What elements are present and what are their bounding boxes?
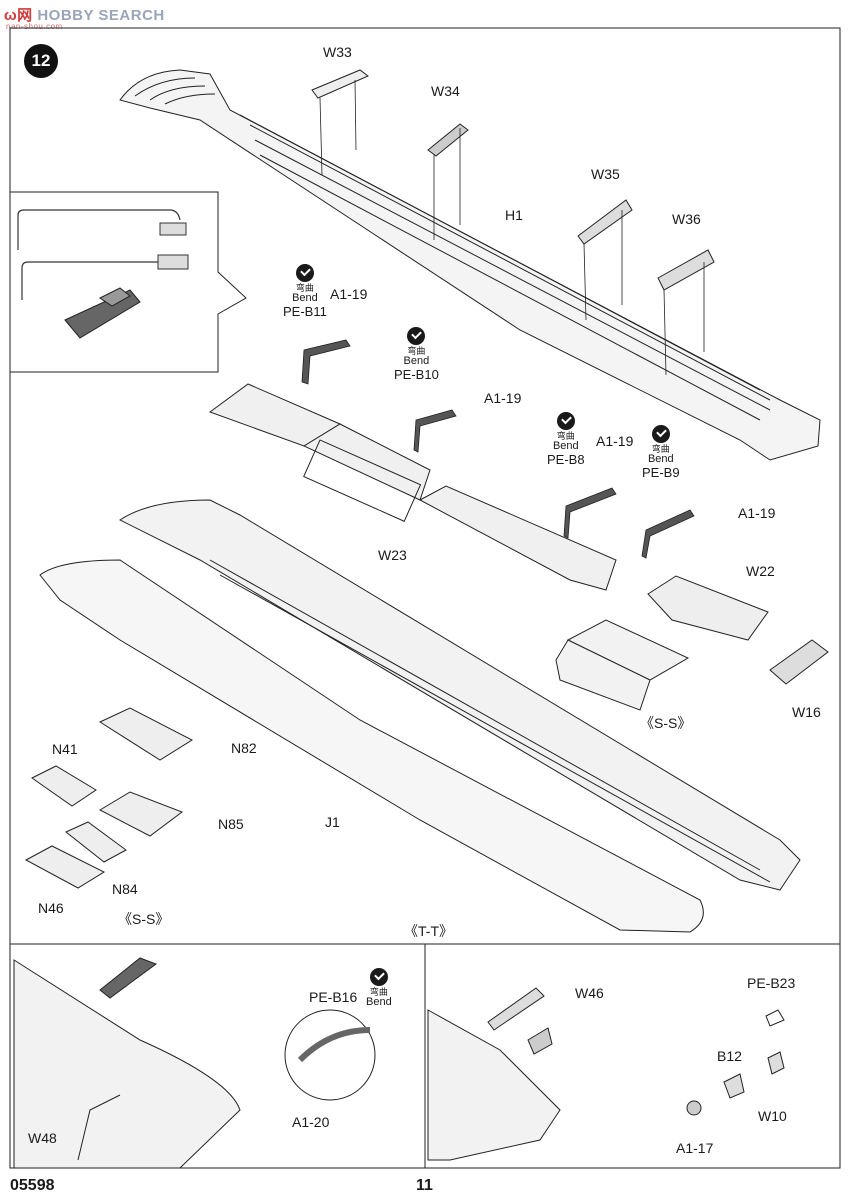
bend-callout-4: 弯曲 Bend PE-B9 xyxy=(642,425,680,480)
label-w35: W35 xyxy=(591,166,620,182)
label-a1-19-4: A1-19 xyxy=(738,505,776,521)
part-w16 xyxy=(769,639,829,685)
bend-callout-small: 弯曲 Bend xyxy=(366,968,392,1009)
part-n84 xyxy=(65,821,127,863)
part-w22 xyxy=(647,575,769,641)
label-w34: W34 xyxy=(431,83,460,99)
bend-part-pe-b11: PE-B11 xyxy=(283,303,327,319)
label-w16: W16 xyxy=(792,704,821,720)
bend-icon xyxy=(651,425,670,443)
label-n85: N85 xyxy=(218,816,244,832)
label-w10: W10 xyxy=(758,1108,787,1124)
label-n82: N82 xyxy=(231,740,257,756)
label-h1: H1 xyxy=(505,207,523,223)
part-h1 xyxy=(119,69,821,461)
bend-callout-3: 弯曲 Bend PE-B8 xyxy=(547,412,585,467)
detail-right-drawing xyxy=(427,987,785,1161)
label-n41: N41 xyxy=(52,741,78,757)
label-w22: W22 xyxy=(746,563,775,579)
watermark-prefix: HOBBY xyxy=(37,7,94,24)
part-w36 xyxy=(657,249,715,291)
label-pe-b16: PE-B16 xyxy=(309,989,358,1005)
inset-detail-box xyxy=(9,191,247,373)
label-tt: 《T-T》 xyxy=(404,923,453,939)
label-w48: W48 xyxy=(28,1130,57,1146)
watermark-cn: ω网 xyxy=(4,7,33,24)
bend-icon xyxy=(407,327,426,345)
label-a1-19-2: A1-19 xyxy=(484,390,522,406)
step-number: 12 xyxy=(31,51,51,70)
part-n85 xyxy=(98,791,184,837)
label-n84: N84 xyxy=(112,881,138,897)
bend-icon xyxy=(295,264,314,282)
part-n82 xyxy=(98,707,194,761)
bend-part-pe-b10: PE-B10 xyxy=(394,366,439,382)
bend-part-pe-b9: PE-B9 xyxy=(642,464,680,480)
step-badge: 12 xyxy=(24,44,58,78)
detail-left-drawing xyxy=(13,957,376,1169)
label-pe-b23: PE-B23 xyxy=(747,975,796,991)
label-a1-20: A1-20 xyxy=(292,1114,330,1130)
label-a1-17: A1-17 xyxy=(676,1140,714,1156)
label-a1-19-3: A1-19 xyxy=(596,433,634,449)
label-j1: J1 xyxy=(325,814,340,830)
part-pe-b9 xyxy=(641,509,695,559)
part-n41 xyxy=(31,765,97,807)
part-n46 xyxy=(24,845,106,889)
footer-code: 05598 xyxy=(10,1177,55,1194)
label-ss-left: 《S-S》 xyxy=(118,911,170,927)
bend-part-pe-b8: PE-B8 xyxy=(547,451,585,467)
label-w23: W23 xyxy=(378,547,407,563)
watermark-sub: nan-shou.com xyxy=(6,22,63,31)
label-a1-19-1: A1-19 xyxy=(330,286,368,302)
label-ss-right: 《S-S》 xyxy=(640,715,692,731)
watermark: ω网 HOBBY SEARCH nan-shou.com xyxy=(4,4,165,31)
part-pe-b11 xyxy=(301,339,351,385)
part-j1 xyxy=(39,499,801,933)
label-n46: N46 xyxy=(38,900,64,916)
bend-callout-2: 弯曲 Bend PE-B10 xyxy=(394,327,439,382)
part-ss-box-right xyxy=(555,619,690,711)
label-w36: W36 xyxy=(672,211,701,227)
label-w46: W46 xyxy=(575,985,604,1001)
part-w34 xyxy=(427,123,469,157)
bend-icon xyxy=(556,412,575,430)
label-b12: B12 xyxy=(717,1048,742,1064)
part-w23 xyxy=(208,383,617,591)
watermark-site: SEARCH xyxy=(98,7,165,24)
part-pe-b8 xyxy=(563,487,617,539)
detail-frame-right xyxy=(424,943,841,1169)
bend-callout-1: 弯曲 Bend PE-B11 xyxy=(283,264,327,319)
part-w33 xyxy=(311,69,369,99)
footer-page-number: 11 xyxy=(416,1177,433,1194)
bend-icon xyxy=(369,968,388,986)
part-pe-b10 xyxy=(413,409,457,453)
part-w35 xyxy=(577,199,633,245)
label-w33: W33 xyxy=(323,44,352,60)
